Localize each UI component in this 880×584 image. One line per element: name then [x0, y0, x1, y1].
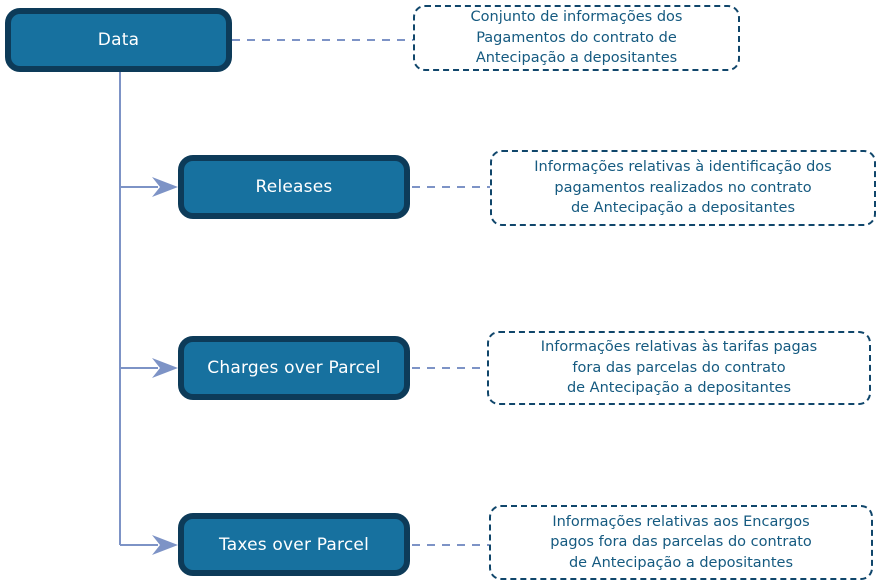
annotation-line: Informações relativas aos Encargos: [552, 513, 810, 530]
node-data-label: Data: [97, 30, 140, 50]
node-releases-label: Releases: [255, 177, 333, 197]
node-charges-over-parcel: Charges over Parcel: [178, 336, 410, 400]
node-charges-over-parcel-label: Charges over Parcel: [207, 358, 381, 378]
annotation-charges-over-parcel: Informações relativas às tarifas pagas f…: [487, 331, 871, 405]
annotation-line: Antecipação a depositantes: [475, 50, 678, 67]
annotation-line: Informações relativas à identificação do…: [534, 159, 832, 176]
annotation-line: Conjunto de informações dos: [470, 9, 683, 26]
arrowhead-charges-icon: [152, 358, 178, 378]
annotation-line: de Antecipação a depositantes: [566, 380, 792, 397]
node-taxes-over-parcel: Taxes over Parcel: [178, 513, 410, 576]
node-taxes-over-parcel-label: Taxes over Parcel: [218, 534, 369, 555]
annotation-line: pagos fora das parcelas do contrato: [550, 534, 812, 551]
annotation-line: Pagamentos do contrato de: [476, 29, 677, 46]
annotation-line: de Antecipação a depositantes: [568, 554, 794, 571]
annotation-line: Informações relativas às tarifas pagas: [540, 339, 818, 356]
arrowhead-taxes-icon: [152, 535, 178, 555]
annotation-taxes-over-parcel: Informações relativas aos Encargos pagos…: [489, 505, 873, 580]
arrowhead-releases-icon: [152, 177, 178, 197]
annotation-data: Conjunto de informações dos Pagamentos d…: [413, 5, 740, 71]
annotation-releases: Informações relativas à identificação do…: [490, 150, 876, 226]
annotation-line: pagamentos realizados no contrato: [554, 179, 812, 196]
node-releases: Releases: [178, 155, 410, 219]
annotation-line: fora das parcelas do contrato: [572, 359, 786, 376]
node-data: Data: [5, 8, 232, 72]
annotation-line: de Antecipação a depositantes: [570, 200, 796, 217]
